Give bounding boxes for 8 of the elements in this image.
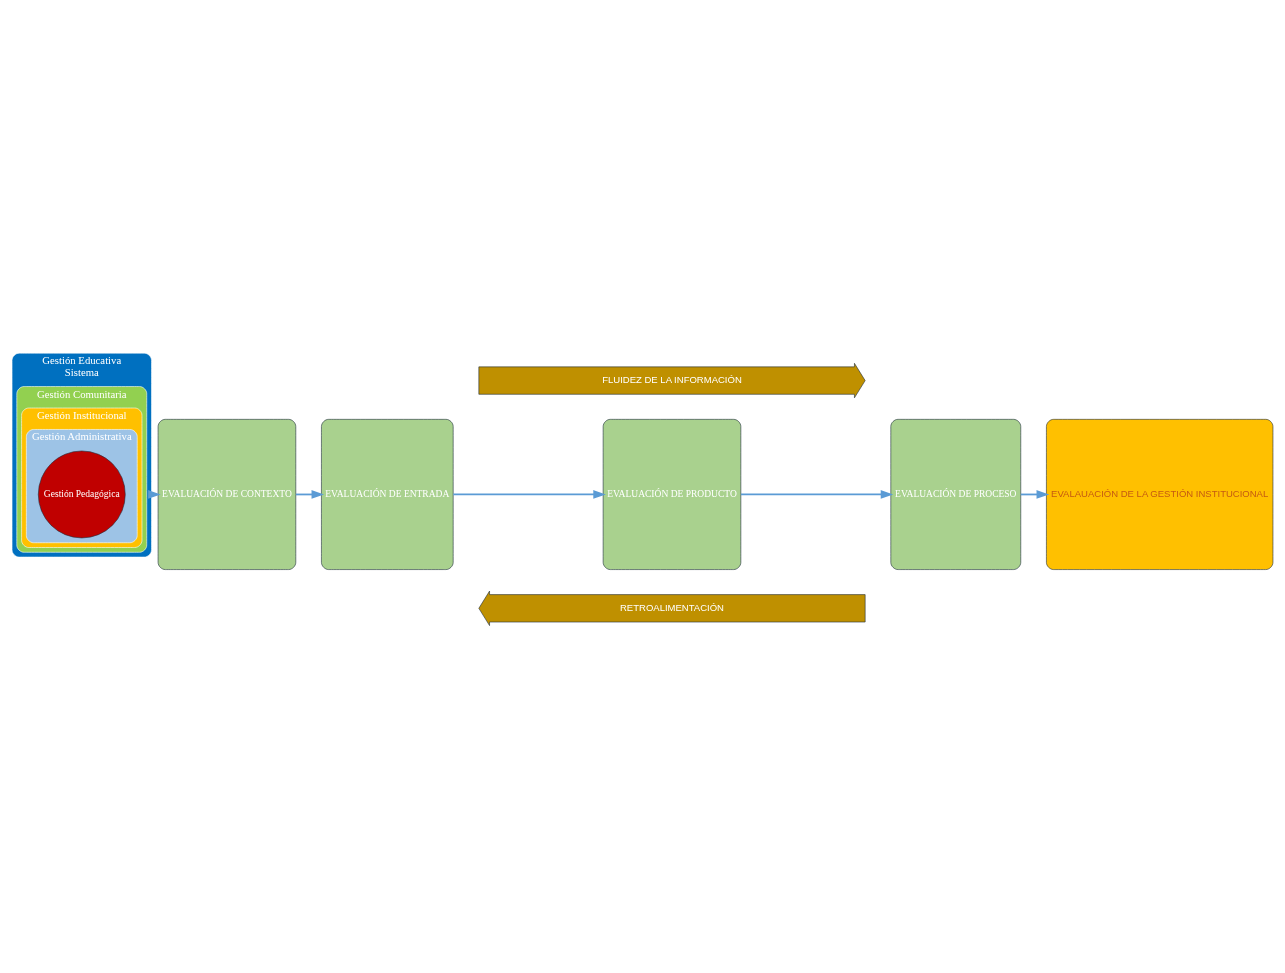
- node-box: EVALUACIÓN DE PROCESO: [890, 418, 1022, 570]
- arrow: [452, 489, 606, 499]
- node-box: EVALUACIÓN DE PRODUCTO: [602, 418, 742, 570]
- node-box: EVALUACIÓN DE ENTRADA: [321, 418, 454, 570]
- node-circle: Gestión Pedagógica: [38, 450, 126, 538]
- node-box: EVALUACIÓN DE CONTEXTO: [157, 418, 297, 570]
- arrow: [740, 489, 894, 499]
- node-box: EVALAUACIÓN DE LA GESTIÓN INSTITUCIONAL: [1046, 418, 1274, 570]
